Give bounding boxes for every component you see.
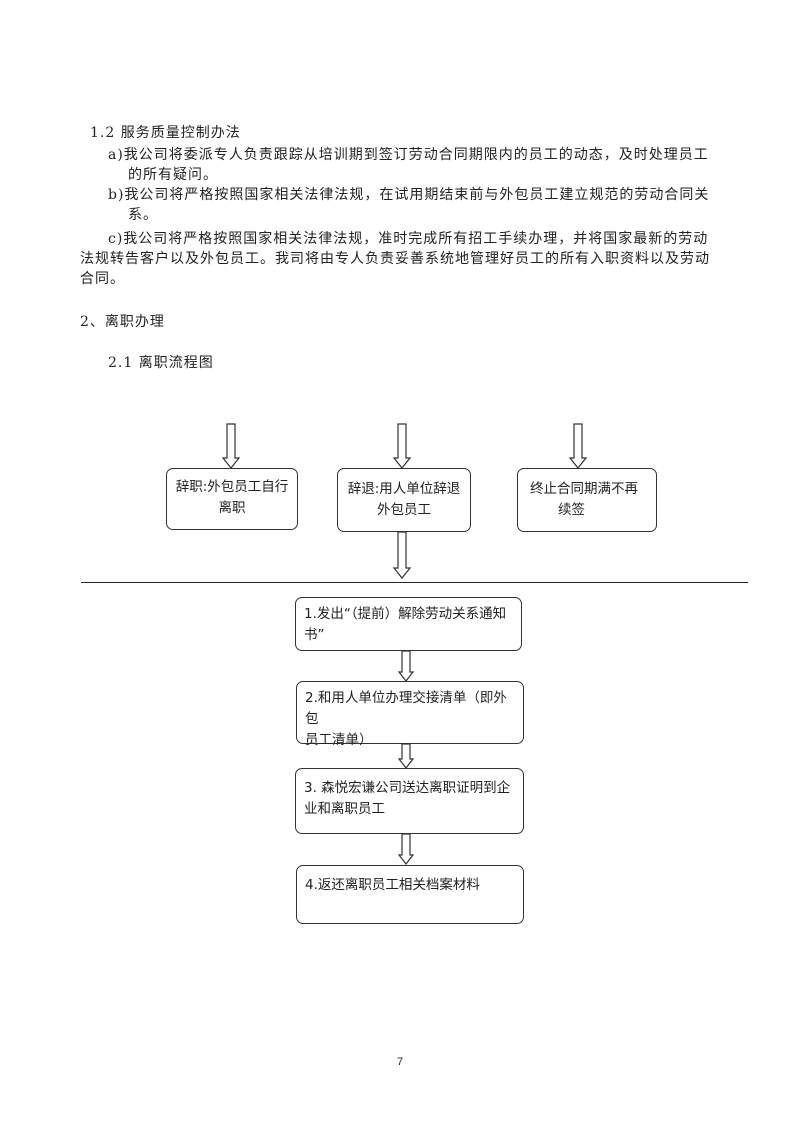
flow-step-text: 3. 森悦宏谦公司送达离职证明到企 [304,780,511,796]
flow-step-text: 4.返还离职员工相关档案材料 [305,877,480,893]
flow-box-text: 外包员工 [377,502,431,518]
flow-box-contract-end: 终止合同期满不再 续签 [517,468,657,532]
down-arrow-icon [568,423,588,469]
section-heading-2: 2、离职办理 [80,314,165,330]
flow-step-text: 书” [304,627,325,643]
section-heading-2-1: 2.1 离职流程图 [108,355,214,371]
flow-box-text: 辞退:用人单位辞退 [347,481,461,497]
flow-box-text: 辞职:外包员工自行 [175,479,289,495]
down-arrow-icon [392,423,412,469]
item-a-line-1: a)我公司将委派专人负责跟踪从培训期到签订劳动合同期限内的员工的动态，及时处理员… [108,147,709,163]
flow-box-text: 终止合同期满不再 [530,481,638,497]
item-b-line-1: b)我公司将严格按照国家相关法律法规，在试用期结束前与外包员工建立规范的劳动合同… [108,187,710,203]
flow-step-2: 2.和用人单位办理交接清单（即外包 员工清单） [296,681,524,748]
flow-step-text: 1.发出“（提前）解除劳动关系通知 [304,606,507,622]
flow-step-text: 2.和用人单位办理交接清单（即外包 [305,690,507,727]
down-arrow-icon [397,743,415,769]
flow-box-resignation: 辞职:外包员工自行 离职 [166,468,298,530]
flow-step-text: 业和离职员工 [304,801,385,817]
down-arrow-icon [392,531,412,579]
item-c-line-1: c)我公司将严格按照国家相关法律法规，准时完成所有招工手续办理，并将国家最新的劳… [108,231,709,247]
flow-step-text: 员工清单） [305,732,373,748]
flow-box-dismissal: 辞退:用人单位辞退 外包员工 [337,468,471,532]
item-a-line-2: 的所有疑问。 [128,167,218,183]
flow-box-text: 续签 [558,502,585,518]
page-number: 7 [396,1056,404,1068]
item-b-line-2: 系。 [128,207,158,223]
down-arrow-icon [397,650,415,682]
flow-box-text: 离职 [218,500,246,516]
flow-step-3: 3. 森悦宏谦公司送达离职证明到企 业和离职员工 [295,768,524,834]
item-c-line-3: 合同。 [80,271,125,287]
item-c-line-2: 法规转告客户以及外包员工。我司将由专人负责妥善系统地管理好员工的所有入职资料以及… [80,251,710,267]
flow-step-4: 4.返还离职员工相关档案材料 [296,865,524,924]
flow-step-1: 1.发出“（提前）解除劳动关系通知 书” [295,597,522,651]
down-arrow-icon [397,833,415,865]
flow-divider-line [81,582,748,583]
section-heading-1-2: 1.2 服务质量控制办法 [90,125,241,141]
down-arrow-icon [221,423,241,469]
